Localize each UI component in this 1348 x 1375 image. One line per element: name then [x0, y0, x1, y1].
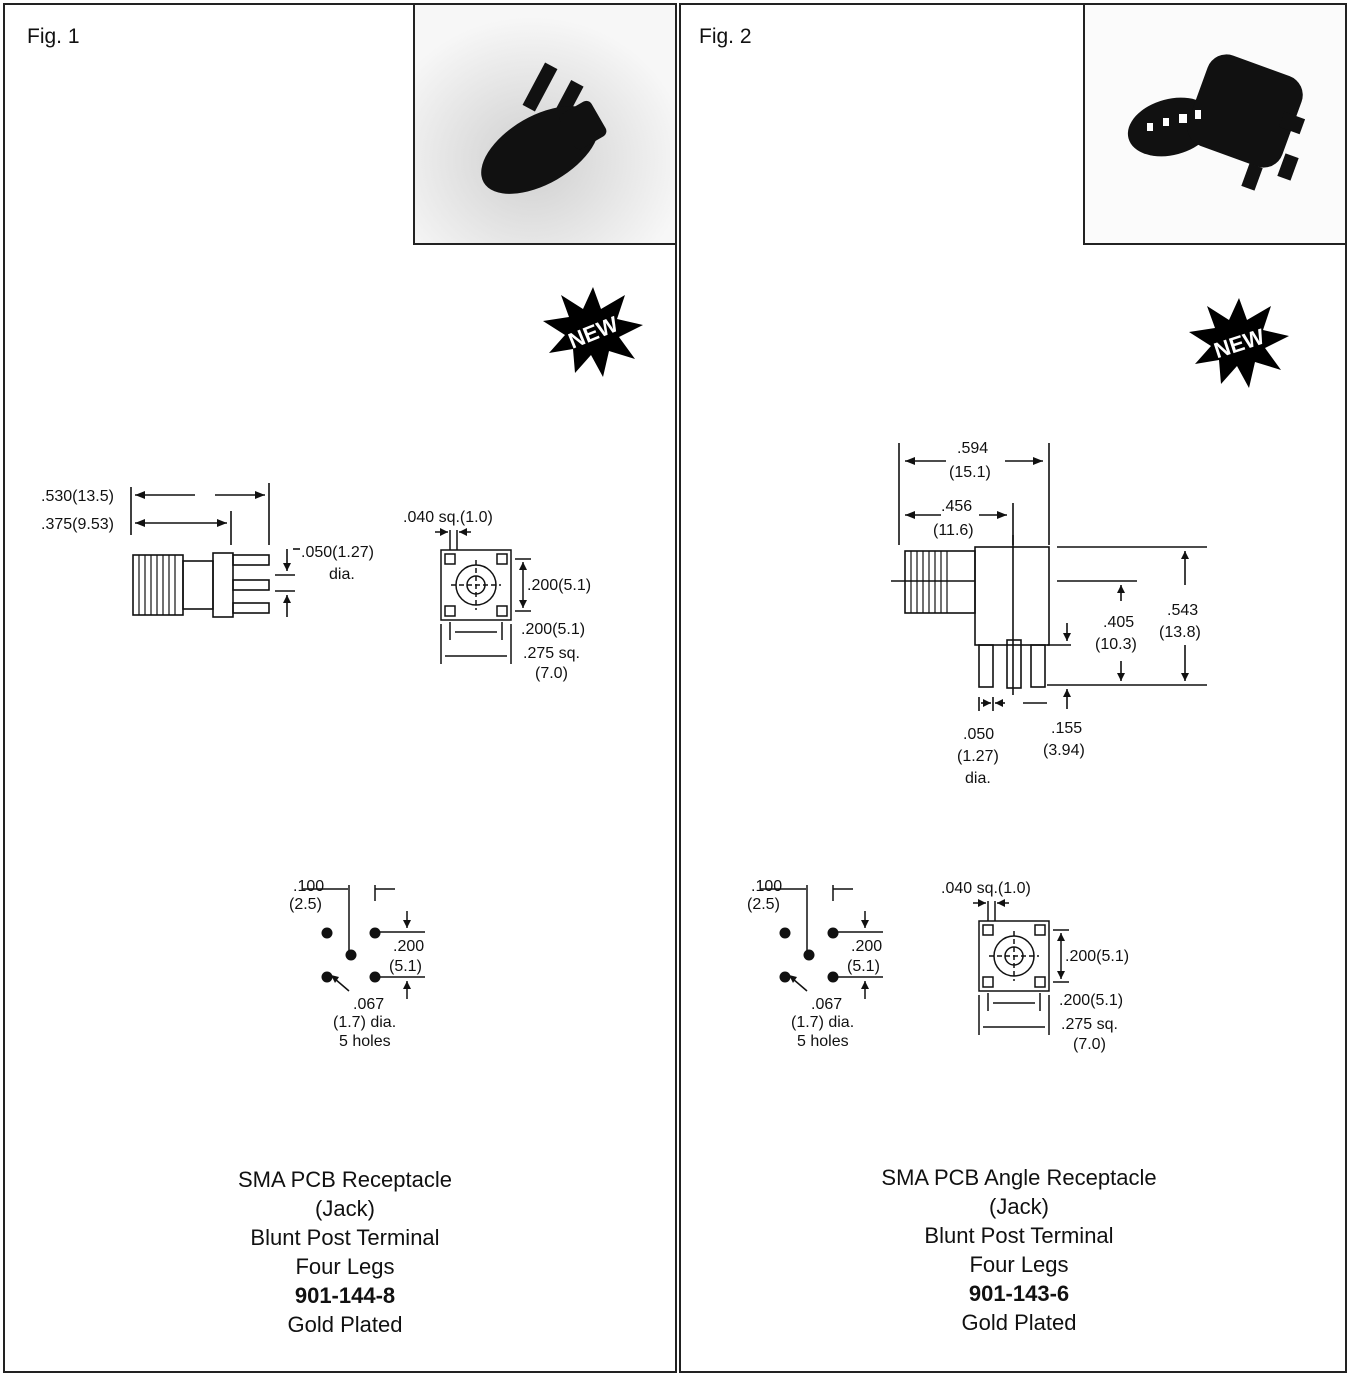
side-view-drawing: .594 (15.1) .456 (11.6) .405 (10.3) .543…: [891, 440, 1207, 787]
figure-panel-2: Fig. 2 NEW: [679, 3, 1347, 1373]
hole-pitch: .100: [751, 878, 782, 895]
new-badge: NEW: [543, 287, 643, 377]
caption-finish: Gold Plated: [961, 1310, 1077, 1335]
dim-leg-spacing-v: .200(5.1): [527, 577, 591, 594]
dim-leg-dia-unit: dia.: [329, 566, 355, 583]
dim-width-body: .456: [941, 498, 972, 515]
hole-pitch-metric: (2.5): [289, 896, 322, 913]
dim-length-overall: .530(13.5): [41, 488, 114, 505]
caption-type: (Jack): [315, 1196, 375, 1221]
hole-row-metric: (5.1): [389, 958, 422, 975]
dim-leg-length: .155: [1051, 720, 1082, 737]
dim-flange-sq-metric: (7.0): [1073, 1036, 1106, 1053]
hole-dia: .067: [353, 996, 384, 1013]
part-number: 901-143-6: [968, 1281, 1070, 1306]
caption-legs: Four Legs: [295, 1254, 395, 1279]
hole-count: 5 holes: [797, 1033, 849, 1050]
dim-leg-spacing-h: .200(5.1): [521, 621, 585, 638]
caption-title: SMA PCB Receptacle: [238, 1167, 452, 1192]
hole-dia-metric: (1.7) dia.: [333, 1014, 396, 1031]
dim-leg-length-metric: (3.94): [1043, 742, 1085, 759]
dim-height-overall: .543: [1167, 602, 1198, 619]
dim-leg-dia-metric: (1.27): [957, 748, 999, 765]
hole-row: .200: [851, 938, 882, 955]
caption-legs: Four Legs: [969, 1252, 1069, 1277]
dim-height-center: .405: [1103, 614, 1134, 631]
dim-leg-spacing-v: .200(5.1): [1065, 948, 1129, 965]
hole-row-metric: (5.1): [847, 958, 880, 975]
dim-height-center-metric: (10.3): [1095, 636, 1137, 653]
dim-leg-sq: .040 sq.(1.0): [941, 880, 1031, 897]
dim-height-overall-metric: (13.8): [1159, 624, 1201, 641]
dim-flange-sq: .275 sq.: [523, 645, 580, 662]
product-caption: SMA PCB Receptacle (Jack) Blunt Post Ter…: [135, 1165, 555, 1339]
footprint-drawing: .040 sq.(1.0) .200(5.1) .200(5.1) .275 s…: [941, 880, 1129, 1053]
side-view-drawing: .530(13.5) .375(9.53) .050(1.27) dia.: [41, 483, 374, 618]
product-caption: SMA PCB Angle Receptacle (Jack) Blunt Po…: [809, 1163, 1229, 1337]
dim-length-body: .375(9.53): [41, 516, 114, 533]
hole-pattern-drawing: .100 (2.5) .200 (5.1) .067 (1.7) dia. 5 …: [747, 878, 883, 1050]
dim-leg-dia-unit: dia.: [965, 770, 991, 787]
hole-pattern-drawing: .100 (2.5) .200 (5.1) .067 (1.7) dia. 5 …: [289, 878, 425, 1050]
dim-flange-sq-metric: (7.0): [535, 665, 568, 682]
hole-dia: .067: [811, 996, 842, 1013]
new-badge: NEW: [1189, 298, 1289, 388]
dim-width-overall-metric: (15.1): [949, 464, 991, 481]
caption-title: SMA PCB Angle Receptacle: [881, 1165, 1157, 1190]
part-number: 901-144-8: [294, 1283, 396, 1308]
footprint-drawing: .040 sq.(1.0) .200(5.1) .200(5.1) .275 s…: [403, 509, 591, 682]
caption-type: (Jack): [989, 1194, 1049, 1219]
dim-width-body-metric: (11.6): [933, 522, 974, 539]
hole-count: 5 holes: [339, 1033, 391, 1050]
dim-width-overall: .594: [957, 440, 988, 457]
caption-terminal: Blunt Post Terminal: [250, 1225, 440, 1250]
product-photo: [1083, 3, 1347, 245]
hole-dia-metric: (1.7) dia.: [791, 1014, 854, 1031]
hole-row: .200: [393, 938, 424, 955]
dim-leg-dia: .050(1.27): [301, 544, 374, 561]
dim-leg-dia: .050: [963, 726, 994, 743]
dim-flange-sq: .275 sq.: [1061, 1016, 1118, 1033]
hole-pitch-metric: (2.5): [747, 896, 780, 913]
figure-panel-1: Fig. 1 NEW: [3, 3, 677, 1373]
dim-leg-sq: .040 sq.(1.0): [403, 509, 493, 526]
figure-label: Fig. 1: [27, 25, 80, 48]
caption-terminal: Blunt Post Terminal: [924, 1223, 1114, 1248]
figure-label: Fig. 2: [699, 25, 752, 48]
caption-finish: Gold Plated: [287, 1312, 403, 1337]
product-photo: [413, 3, 677, 245]
dim-leg-spacing-h: .200(5.1): [1059, 992, 1123, 1009]
hole-pitch: .100: [293, 878, 324, 895]
